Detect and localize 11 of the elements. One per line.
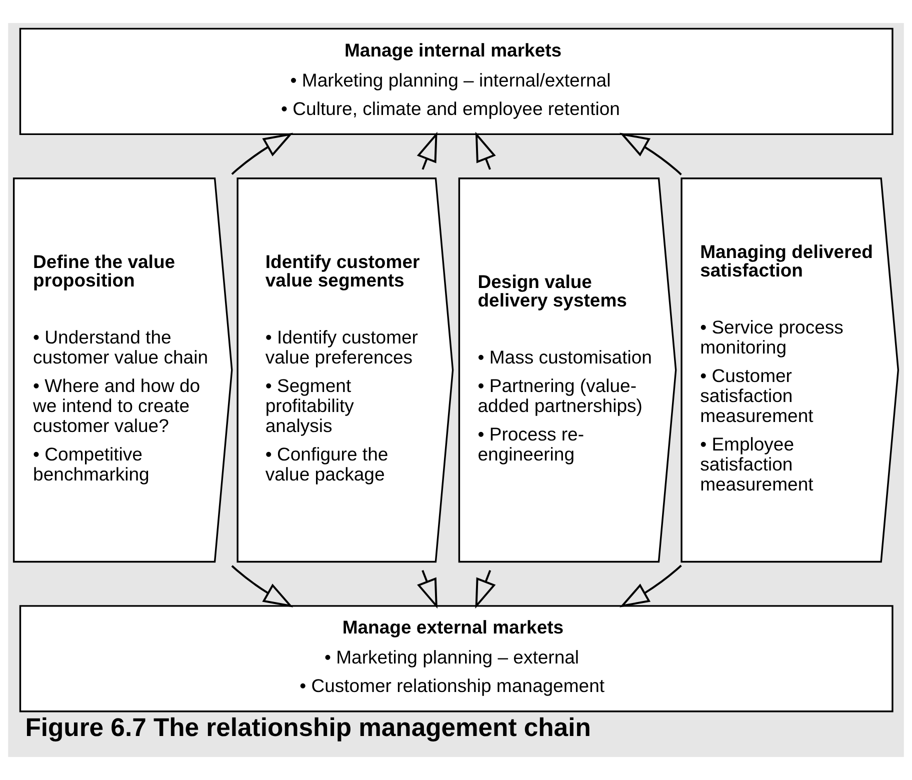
arrow xyxy=(416,132,438,170)
arrow xyxy=(231,565,294,608)
arrow xyxy=(417,570,438,609)
node-box: Manage internal markets • Marketing planning – internal/external • Culture, climate and employee retention xyxy=(19,28,894,136)
arrow xyxy=(620,564,682,608)
arrow xyxy=(231,132,294,175)
arrow xyxy=(620,132,682,176)
caption: Figure 6.7 The relationship management chain xyxy=(25,714,591,742)
arrow xyxy=(475,132,496,170)
arrow xyxy=(475,570,496,609)
node-box: Manage external markets • Marketing planning – external • Customer relationship management xyxy=(19,605,894,712)
